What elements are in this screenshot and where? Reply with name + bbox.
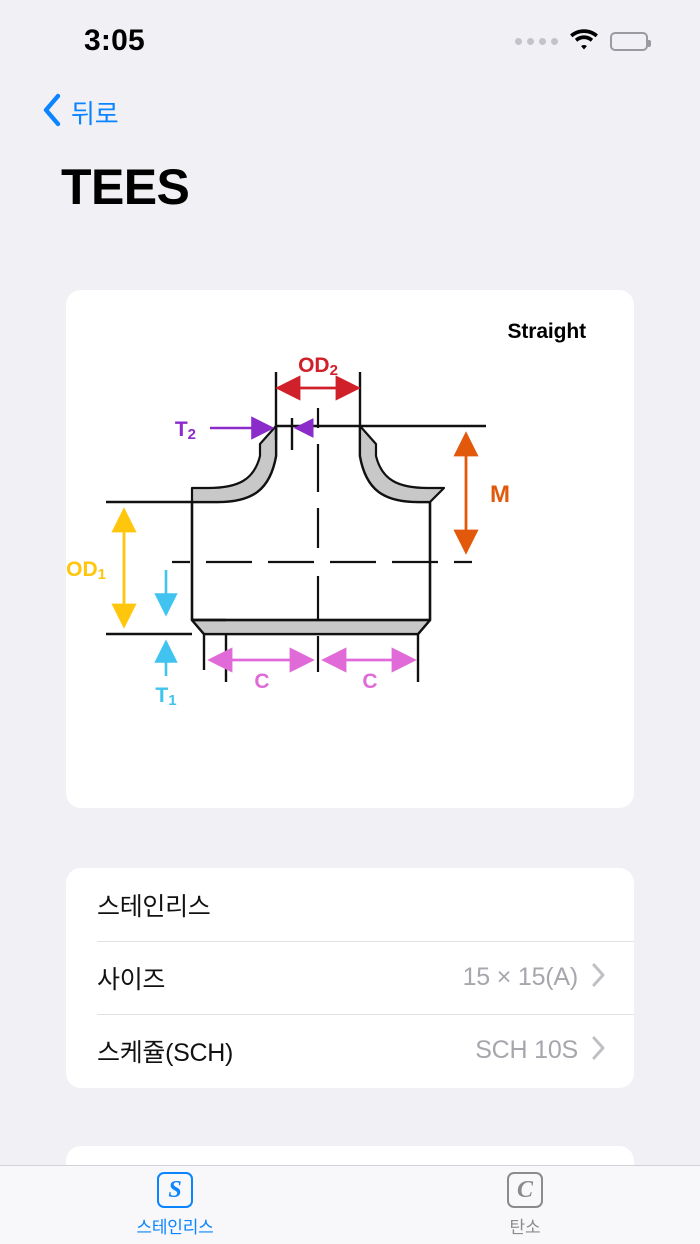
svg-text:M: M bbox=[490, 481, 510, 508]
spec-value: SCH 10S bbox=[475, 1036, 578, 1064]
svg-text:C: C bbox=[254, 670, 269, 693]
status-bar: 3:05 bbox=[0, 0, 700, 72]
dimension-t1: T1 bbox=[154, 570, 178, 709]
stainless-s-icon: S bbox=[157, 1172, 193, 1208]
spec-value: 15 × 15(A) bbox=[462, 963, 579, 991]
page-title: TEES bbox=[61, 159, 190, 215]
dimension-od2: OD2 bbox=[275, 354, 361, 401]
tee-fitting-diagram: OD2 T2 OD1 T1 bbox=[66, 354, 510, 709]
tee-body-outline bbox=[190, 424, 446, 636]
tab-stainless-label: 스테인리스 bbox=[136, 1218, 214, 1237]
svg-text:OD1: OD1 bbox=[66, 558, 106, 583]
spec-row-schedule[interactable]: 스케쥴(SCH) SCH 10S bbox=[66, 1014, 634, 1087]
chevron-right-icon bbox=[591, 1035, 606, 1066]
spec-label: 사이즈 bbox=[97, 965, 166, 994]
spec-label: 스케쥴(SCH) bbox=[97, 1038, 234, 1067]
dimension-c-left: C bbox=[207, 647, 315, 693]
svg-text:T2: T2 bbox=[175, 418, 196, 443]
spec-value-group: SCH 10S bbox=[475, 1035, 606, 1066]
svg-text:C: C bbox=[362, 670, 377, 693]
back-button[interactable]: 뒤로 bbox=[42, 93, 119, 132]
diagram-type-label: Straight bbox=[507, 320, 586, 343]
signal-dots-icon bbox=[515, 38, 558, 45]
spec-row-size[interactable]: 사이즈 15 × 15(A) bbox=[66, 941, 634, 1014]
svg-text:T1: T1 bbox=[155, 684, 176, 709]
dimension-m: M bbox=[453, 431, 510, 555]
battery-full-icon bbox=[610, 32, 651, 51]
status-indicators bbox=[515, 28, 651, 55]
dimension-od1: OD1 bbox=[66, 507, 137, 629]
spec-value-group: 15 × 15(A) bbox=[463, 962, 606, 993]
status-time: 3:05 bbox=[84, 24, 145, 57]
chevron-right-icon bbox=[591, 962, 606, 993]
wifi-icon bbox=[569, 28, 599, 55]
tab-carbon[interactable]: C 탄소 bbox=[350, 1166, 700, 1244]
back-button-label: 뒤로 bbox=[71, 99, 119, 129]
tab-stainless[interactable]: S 스테인리스 bbox=[0, 1166, 350, 1244]
diagram-card: Straight bbox=[66, 290, 634, 808]
center-lines bbox=[172, 408, 472, 672]
dimension-c-right: C bbox=[321, 647, 417, 693]
tab-carbon-label: 탄소 bbox=[509, 1218, 541, 1237]
tab-bar: S 스테인리스 C 탄소 bbox=[0, 1165, 700, 1244]
spec-label: 스테인리스 bbox=[97, 892, 211, 921]
svg-text:OD2: OD2 bbox=[298, 354, 338, 379]
chevron-left-icon bbox=[42, 93, 62, 132]
carbon-c-icon: C bbox=[507, 1172, 543, 1208]
spec-row-material: 스테인리스 bbox=[66, 868, 634, 941]
spec-list-card: 스테인리스 사이즈 15 × 15(A) 스케쥴(SCH) bbox=[66, 868, 634, 1088]
